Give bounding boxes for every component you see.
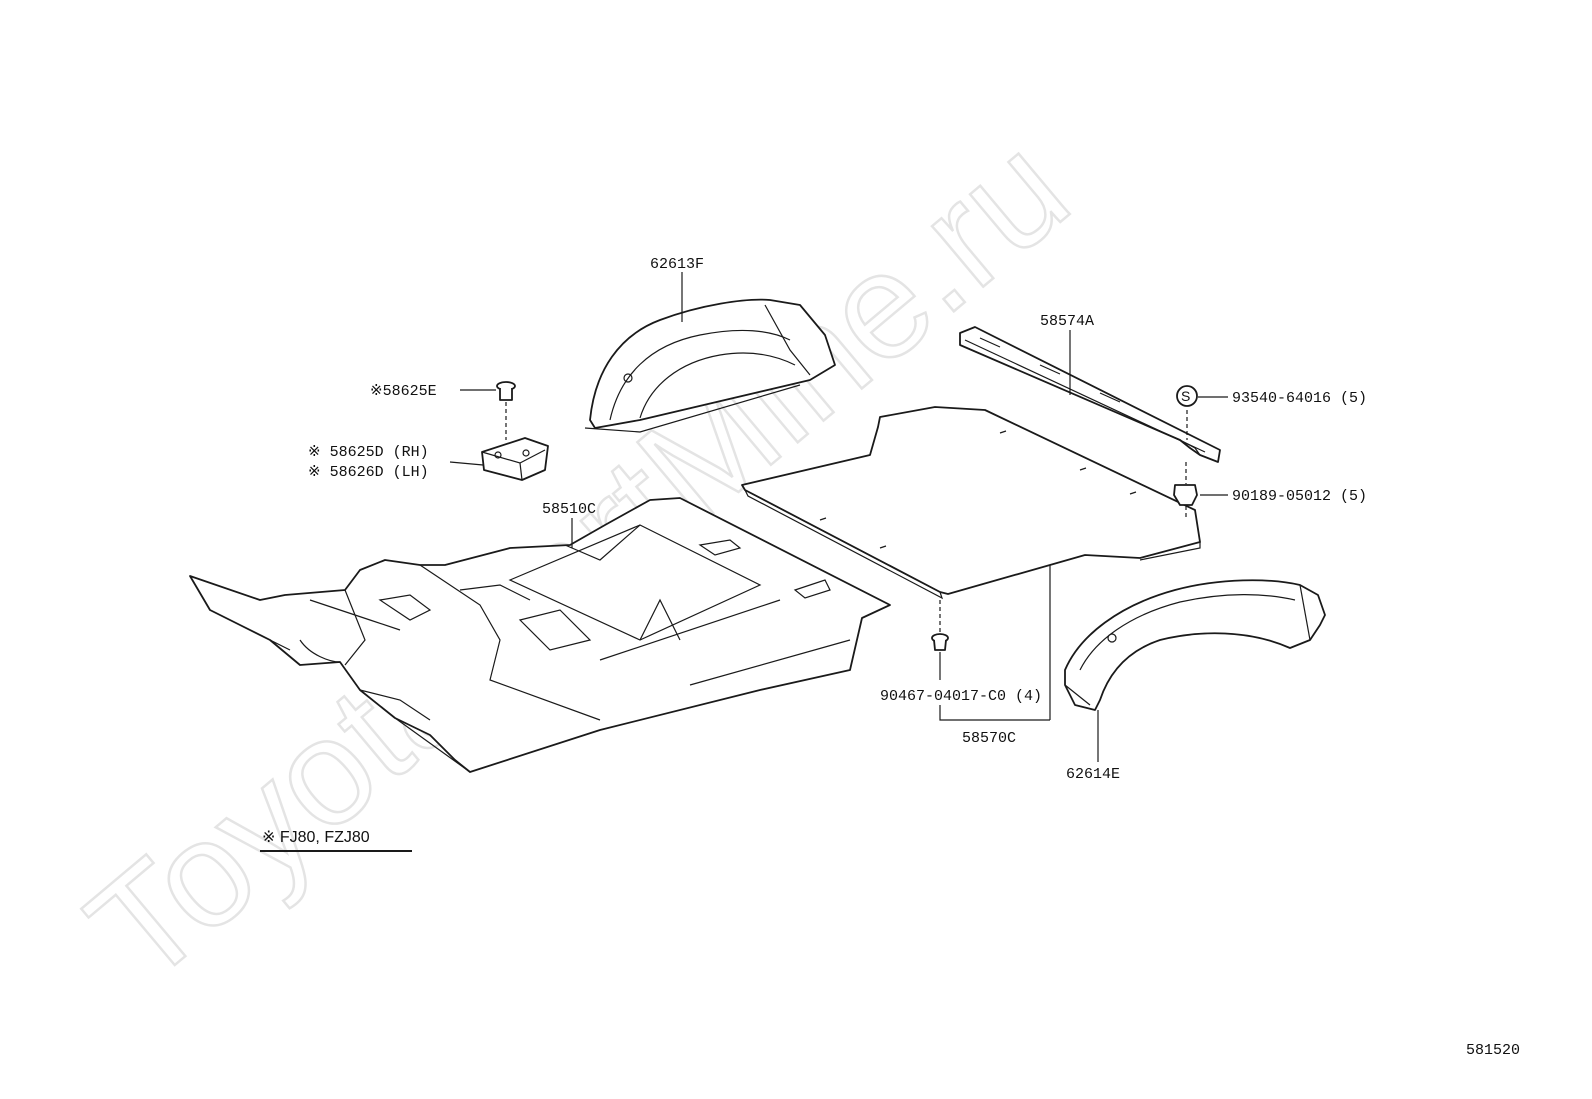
- wheelhouse-cover-front[interactable]: [584, 298, 836, 433]
- label-62613f: 62613F: [650, 256, 704, 273]
- rail-58574a[interactable]: [959, 326, 1221, 463]
- floor-carpet-58510c[interactable]: [189, 497, 891, 773]
- leader-lines: [449, 272, 1228, 762]
- clip-90467[interactable]: [931, 600, 949, 651]
- label-58510c: 58510C: [542, 501, 596, 518]
- label-90467-04017: 90467-04017-C0 (4): [880, 688, 1042, 705]
- label-62614e: 62614E: [1066, 766, 1120, 783]
- clip-90189[interactable]: [1173, 462, 1198, 520]
- screw-93540[interactable]: [1176, 385, 1198, 440]
- label-58625e: ※58625E: [370, 383, 437, 400]
- label-58626d-lh: ※ 58626D (LH): [308, 464, 429, 481]
- figure-number: 581520: [1466, 1042, 1520, 1059]
- floor-pad-rh-lh[interactable]: [481, 437, 549, 481]
- label-58570c: 58570C: [962, 730, 1016, 747]
- grommet-58625e[interactable]: [496, 381, 516, 440]
- model-note: ※ FJ80, FZJ80: [262, 829, 370, 846]
- luggage-mat-58570c[interactable]: [741, 406, 1201, 600]
- label-90189-05012: 90189-05012 (5): [1232, 488, 1367, 505]
- label-93540-64016: 93540-64016 (5): [1232, 390, 1367, 407]
- wheelhouse-cover-rear[interactable]: [1064, 579, 1326, 711]
- screw-symbol: S: [1181, 388, 1190, 404]
- label-58574a: 58574A: [1040, 313, 1094, 330]
- label-58625d-rh: ※ 58625D (RH): [308, 444, 429, 461]
